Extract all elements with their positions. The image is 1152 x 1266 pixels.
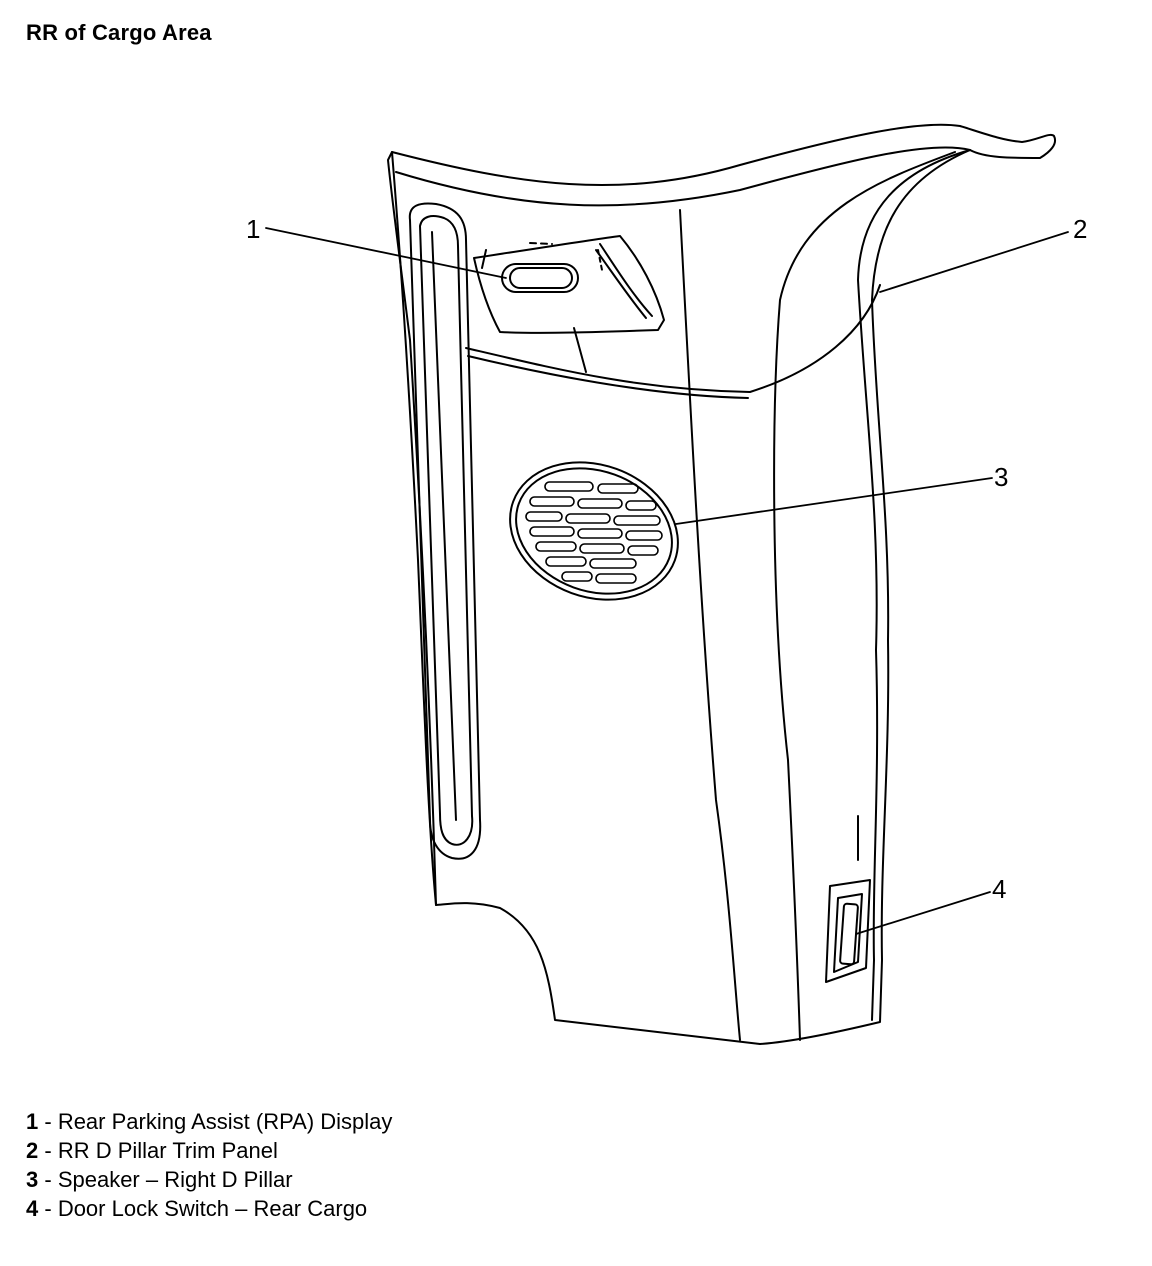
legend-item-4: 4 - Door Lock Switch – Rear Cargo: [26, 1194, 392, 1223]
legend-item-3: 3 - Speaker – Right D Pillar: [26, 1165, 392, 1194]
legend-separator: -: [38, 1138, 58, 1163]
legend-separator: -: [38, 1196, 58, 1221]
upper-band-inner: [467, 355, 749, 399]
rpa-display-pocket-inner2: [599, 243, 653, 317]
legend-number: 4: [26, 1196, 39, 1221]
leader-line-3: [675, 477, 993, 525]
leader-line-1: [265, 227, 507, 279]
legend-item-2: 2 - RR D Pillar Trim Panel: [26, 1136, 392, 1165]
leader-line-4: [855, 891, 991, 935]
left-slot-inner: [419, 215, 474, 846]
legend-label: RR D Pillar Trim Panel: [57, 1138, 278, 1163]
legend-number: 3: [26, 1167, 39, 1192]
right-channel-inner: [773, 151, 956, 1041]
rpa-display-pocket: [473, 235, 665, 334]
rpa-display-inner: [509, 267, 573, 289]
upper-band-curve: [465, 284, 881, 393]
rpa-display-pocket-inner: [595, 249, 647, 319]
trim-panel-outline: [387, 123, 1056, 1045]
legend-item-1: 1 - Rear Parking Assist (RPA) Display: [26, 1107, 392, 1136]
callout-number-3: 3: [994, 462, 1008, 492]
legend-number: 2: [26, 1138, 39, 1163]
legend-label: Door Lock Switch – Rear Cargo: [57, 1196, 368, 1221]
legend-label: Rear Parking Assist (RPA) Display: [57, 1109, 393, 1134]
dashed-mark-4: [573, 327, 587, 373]
dashed-mark-3: [481, 249, 487, 269]
left-slot-outer: [408, 202, 482, 860]
callout-number-1: 1: [246, 214, 260, 244]
left-flange: [391, 151, 437, 906]
legend-label: Speaker – Right D Pillar: [57, 1167, 293, 1192]
door-lock-switch-bezel: [825, 879, 871, 983]
callout-number-4: 4: [992, 874, 1006, 904]
right-channel-outer: [857, 149, 971, 1021]
legend-separator: -: [38, 1109, 58, 1134]
dashed-mark-2: [597, 249, 603, 271]
left-slot-center: [431, 231, 457, 821]
dashed-mark-1: [529, 242, 553, 245]
legend: 1 - Rear Parking Assist (RPA) Display 2 …: [26, 1107, 392, 1223]
callout-number-2: 2: [1073, 214, 1087, 244]
speaker-grille: [509, 461, 679, 601]
panel-top-inner-edge: [395, 146, 971, 207]
d-pillar-trim-illustration: 1 2 3 4: [246, 123, 1087, 1045]
door-lock-switch-inner: [833, 893, 863, 973]
center-seam: [679, 209, 741, 1041]
legend-number: 1: [26, 1109, 39, 1134]
leader-line-2: [879, 231, 1069, 293]
legend-separator: -: [38, 1167, 58, 1192]
page-title: RR of Cargo Area: [26, 20, 212, 45]
